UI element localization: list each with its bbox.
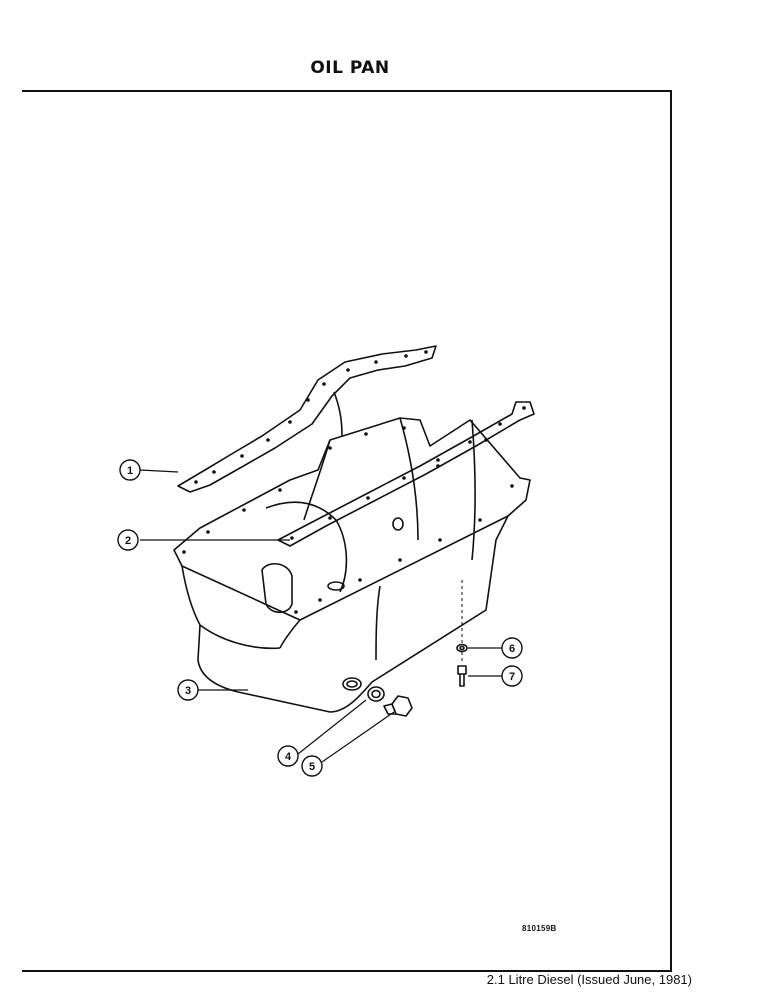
page-footer: 2.1 Litre Diesel (Issued June, 1981)	[486, 972, 692, 987]
callout-2: 2	[117, 529, 139, 551]
oil-pan-body	[173, 391, 531, 713]
diagram-frame	[22, 90, 672, 972]
callouts: 1 2 3 4 5 6 7	[117, 459, 523, 777]
callout-5-label: 5	[309, 761, 315, 773]
front-gasket	[177, 345, 437, 493]
callout-5: 5	[301, 755, 323, 777]
page-title-text: OIL PAN	[310, 58, 390, 78]
callout-1: 1	[119, 459, 141, 481]
drain-boss	[342, 677, 362, 691]
figure-code: 810159B	[522, 924, 557, 933]
callout-6: 6	[501, 637, 523, 659]
callout-3-label: 3	[185, 685, 191, 697]
callout-7-label: 7	[509, 671, 515, 683]
callout-6-label: 6	[509, 643, 515, 655]
callout-1-label: 1	[127, 465, 133, 477]
callout-4: 4	[277, 745, 299, 767]
callout-4-label: 4	[285, 751, 292, 763]
callout-3: 3	[177, 679, 199, 701]
front-gasket-holes	[194, 350, 428, 484]
oil-pan-flange-holes	[182, 426, 514, 614]
side-gasket-holes	[290, 406, 526, 540]
pan-bolt	[457, 665, 467, 687]
side-gasket	[277, 401, 535, 547]
callout-7: 7	[501, 665, 523, 687]
drain-plug	[383, 695, 413, 717]
page-title: OIL PAN	[0, 58, 780, 78]
drain-washer	[367, 686, 385, 702]
small-washer	[456, 643, 468, 653]
callout-2-label: 2	[125, 535, 131, 547]
